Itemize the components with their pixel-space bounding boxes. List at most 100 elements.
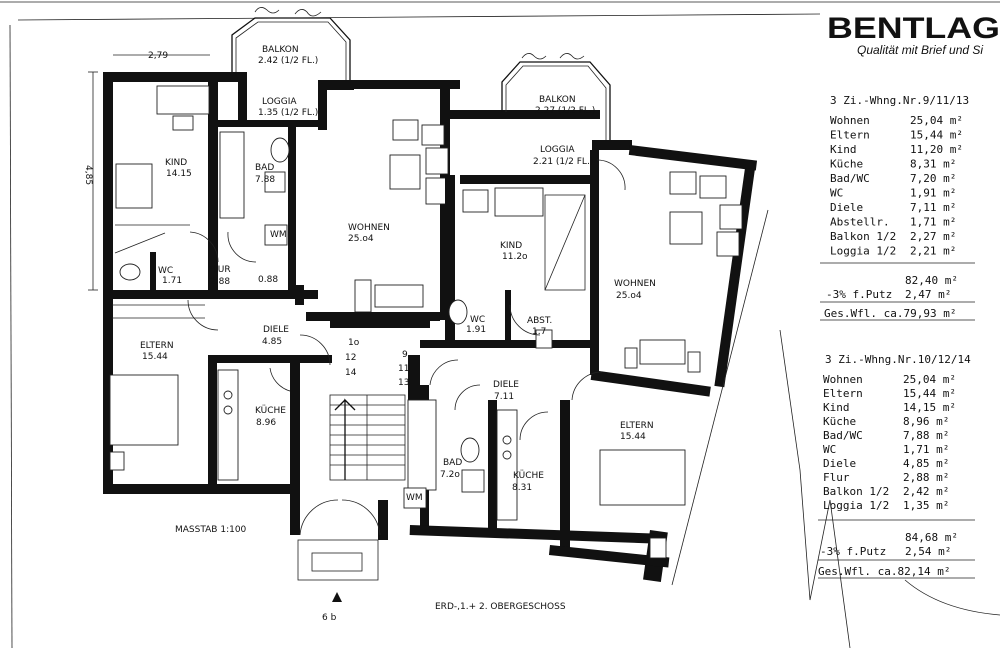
left-apartment [103,72,460,494]
wall [590,370,711,397]
table1-putz-label: -3% f.Putz [826,288,892,301]
wall [505,290,511,342]
brand-slogan: Qualität mit Brief und Si [857,43,983,57]
wall [318,80,354,90]
eltern-left-label: ELTERN [140,341,174,351]
table2-row-value: 25,04 m² [903,373,956,386]
table2-row-label: Balkon 1/2 [823,485,889,498]
table1-row-label: Kind [830,143,857,156]
wall [445,175,455,345]
toilet [460,437,480,463]
table2-row-value: 15,44 m² [903,387,956,400]
toilet [448,299,468,325]
sink [461,469,485,493]
kueche-right-label: KÜCHE [513,470,544,481]
balkon-left-label: BALKON [262,45,299,55]
wall [628,144,758,171]
abst-area: 1.7 [532,327,546,337]
diele-right-label: DIELE [493,380,519,390]
wall [295,285,304,305]
table2-row-value: 4,85 m² [903,457,949,470]
armchair [392,119,419,141]
table2-row-label: Bad/WC [823,429,863,442]
table1-row-label: Küche [830,158,863,171]
table2-putz-value: 2,54 m² [905,545,951,558]
table1-header: 3 Zi.-Whng.Nr.9/11/13 [830,94,969,107]
handwritten-stroke [779,329,851,648]
table2-row-label: Flur [823,471,850,484]
table1-row-label: Abstellr. [830,216,890,229]
bad-right-label: BAD [443,458,462,468]
bad-left-label: BAD [255,163,274,173]
wm-left: WM [270,230,287,240]
table2-subtotal: 84,68 m² [905,531,958,544]
doormat [311,552,363,572]
stair-number: 9 [402,350,408,360]
sofa-part [719,204,743,230]
toilet [119,263,141,281]
kitchen-counter [496,409,518,521]
wall [208,72,218,292]
table1-row-value: 7,20 m² [910,172,956,185]
dim-width: 2,79 [148,51,168,61]
wall [238,72,247,122]
table1-row-label: Balkon 1/2 [830,230,896,243]
bad-right-area: 7.2o [440,470,460,480]
wall [714,168,755,388]
table1-row-label: Wohnen [830,114,870,127]
chair [354,279,372,313]
table1-row-value: 1,71 m² [910,216,956,229]
brand-name: BENTLAG [827,12,1000,45]
wohnen-left-area: 25.o4 [348,234,374,244]
dining-table [374,284,424,308]
building-number: 6 b [322,613,337,623]
wall [548,544,670,568]
eltern-left-area: 15.44 [142,352,168,362]
wall [103,72,238,82]
flur-extra: 0.88 [258,275,278,285]
table2-total: Ges.Wfl. ca.82,14 m² [818,565,950,578]
wall [420,340,590,348]
stair-number: 11 [398,364,409,374]
table2-row-label: Küche [823,415,856,428]
nightstand [109,451,125,471]
table1-row-label: Bad/WC [830,172,870,185]
handwritten-stroke [904,579,1000,616]
table2-row-value: 8,96 m² [903,415,949,428]
wc-right-area: 1.91 [466,325,486,335]
sofa-part [425,147,449,175]
wall [350,80,460,89]
table1-row-value: 15,44 m² [910,129,963,142]
wall [306,312,440,321]
double-bed [109,374,179,446]
paper-top-line [17,13,821,21]
table1-subtotal: 82,40 m² [905,274,958,287]
table2-header: 3 Zi.-Whng.Nr.10/12/14 [825,353,971,366]
table1-putz-value: 2,47 m² [905,288,951,301]
wohnen-right-area: 25.o4 [616,291,642,301]
kind-right-area: 11.2o [502,252,528,262]
chair [624,347,638,369]
table2-row-value: 2,42 m² [903,485,949,498]
stair-number: 14 [345,368,357,378]
table2-row-value: 7,88 m² [903,429,949,442]
bed [494,187,544,217]
table2-row-label: WC [823,443,836,456]
wall [218,120,318,127]
table1-row-value: 1,91 m² [910,187,956,200]
paper-margin-line [9,24,13,648]
balkon-right-label: BALKON [539,95,576,105]
bathtub [407,399,437,491]
desk [115,163,153,209]
nightstand [649,537,667,559]
wall [217,355,332,363]
stair-number: 13 [398,378,409,388]
double-bed [599,449,686,506]
eltern-right-area: 15.44 [620,432,646,442]
dimension-lines [88,54,210,291]
armchair [669,171,697,195]
loggia-right-area: 2.21 (1/2 FL.) [533,157,593,167]
